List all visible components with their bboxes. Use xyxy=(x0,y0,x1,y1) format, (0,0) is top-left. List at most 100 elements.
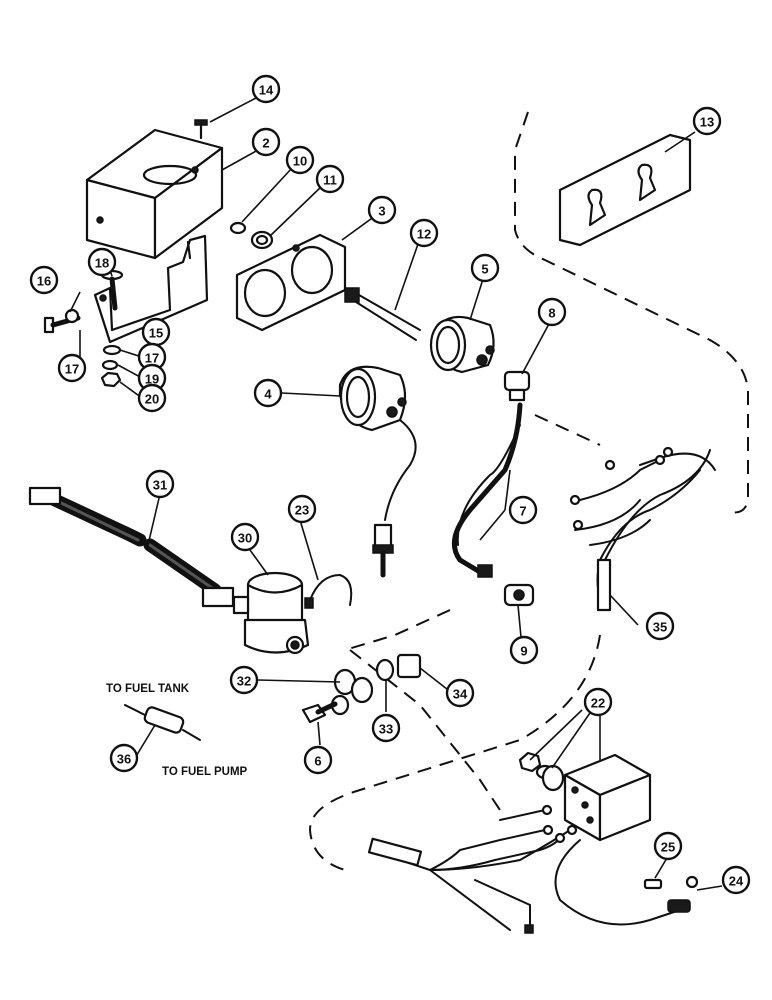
callout-c34: 34 xyxy=(445,678,475,708)
tee-fitting-9 xyxy=(503,583,535,607)
harness-group-outline xyxy=(344,609,451,651)
callout-label: 14 xyxy=(259,83,274,98)
nut-20 xyxy=(100,371,122,388)
callout-circle xyxy=(583,687,613,717)
callout-c16: 16 xyxy=(29,265,59,295)
callout-label: 12 xyxy=(417,227,431,242)
callout-c8: 8 xyxy=(537,297,567,327)
callout-circle xyxy=(303,745,333,775)
callout-circle xyxy=(445,678,475,708)
gauge-4-capillary xyxy=(384,419,417,521)
callout-label: 7 xyxy=(519,504,526,519)
callout-circle xyxy=(229,665,259,695)
callout-label: 25 xyxy=(661,840,675,855)
callout-label: 8 xyxy=(548,306,555,321)
callout-label: 9 xyxy=(520,644,527,659)
callout-c14: 14 xyxy=(251,74,281,104)
callout-circle xyxy=(87,247,117,277)
gauge-5 xyxy=(429,315,495,374)
lower-harness-outline xyxy=(308,634,601,871)
callout-label: 24 xyxy=(729,874,744,889)
callout-c33: 33 xyxy=(371,713,401,743)
callout-circle xyxy=(645,611,675,641)
callout-circle xyxy=(287,494,317,524)
fuel-solenoid-30 xyxy=(232,571,310,655)
callout-label: 13 xyxy=(700,115,714,130)
callout-circle xyxy=(285,145,315,175)
bolt-6 xyxy=(301,701,338,724)
callout-label: 3 xyxy=(378,204,385,219)
fuse-25 xyxy=(643,878,663,890)
wiring-harness-35 xyxy=(569,446,716,612)
callout-c24: 24 xyxy=(721,865,751,895)
callout-circle xyxy=(29,265,59,295)
callout-circle xyxy=(230,522,260,552)
callout-label: 10 xyxy=(293,154,307,169)
callout-c7: 7 xyxy=(508,495,538,525)
callout-circle xyxy=(251,74,281,104)
callout-circle xyxy=(537,297,567,327)
screw-14 xyxy=(194,119,208,140)
callout-circle xyxy=(653,831,683,861)
callout-c32: 32 xyxy=(229,665,259,695)
callout-label: 4 xyxy=(264,387,272,402)
elbow-fitting-8 xyxy=(503,370,531,402)
gauge-4 xyxy=(338,365,407,432)
callout-label: 36 xyxy=(117,752,131,767)
callout-circle xyxy=(371,713,401,743)
callout-circle xyxy=(692,106,722,136)
lock-washer-19 xyxy=(101,359,119,371)
callout-circle xyxy=(315,164,345,194)
callout-circle xyxy=(109,743,139,773)
callout-label: 5 xyxy=(481,262,488,277)
callout-c10: 10 xyxy=(285,145,315,175)
callout-c9: 9 xyxy=(509,635,539,665)
callout-label: 20 xyxy=(145,392,159,407)
callout-label: 17 xyxy=(65,362,79,377)
callout-label: 23 xyxy=(295,503,309,518)
callout-c35: 35 xyxy=(645,611,675,641)
lower-harness xyxy=(367,804,681,934)
callout-c18: 18 xyxy=(87,247,117,277)
callout-c20: 20 xyxy=(137,383,167,413)
callout-c23: 23 xyxy=(287,494,317,524)
bulb-10 xyxy=(229,221,247,235)
note-fuel-tank: TO FUEL TANK xyxy=(106,683,190,695)
oil-line-7b xyxy=(456,424,521,546)
washer-33 xyxy=(330,658,395,716)
callout-circle xyxy=(57,353,87,383)
oil-line-7 xyxy=(451,402,523,575)
callout-circle xyxy=(253,378,283,408)
gauge-4-sender xyxy=(372,523,394,578)
gauge-link-outline xyxy=(534,414,601,446)
socket-11 xyxy=(250,230,274,250)
callout-c25: 25 xyxy=(653,831,683,861)
callout-circle xyxy=(508,495,538,525)
callout-c5: 5 xyxy=(470,253,500,283)
nut-22 xyxy=(518,751,542,773)
banjo-fitting-32 xyxy=(333,668,374,704)
callout-label: 18 xyxy=(95,256,109,271)
panel-group-outline xyxy=(514,111,749,514)
gauge-housing-box xyxy=(85,128,224,260)
callout-label: 35 xyxy=(653,620,667,635)
callout-c4: 4 xyxy=(253,378,283,408)
callout-c31: 31 xyxy=(145,469,175,499)
callout-circle xyxy=(137,383,167,413)
note-fuel-pump: TO FUEL PUMP xyxy=(162,766,248,778)
mounting-panel xyxy=(558,133,692,247)
callout-label: 15 xyxy=(149,326,163,341)
callout-label: 11 xyxy=(323,173,337,188)
callout-circle xyxy=(470,253,500,283)
callout-circle xyxy=(509,635,539,665)
callout-c36: 36 xyxy=(109,743,139,773)
callout-c12: 12 xyxy=(409,218,439,248)
fuse-holder-24 xyxy=(667,875,699,913)
callout-label: 32 xyxy=(237,674,251,689)
callout-label: 17 xyxy=(145,351,159,366)
callout-circle xyxy=(721,865,751,895)
callout-c17b: 17 xyxy=(57,353,87,383)
oil-line-fitting xyxy=(477,564,493,578)
relay-block-22 xyxy=(563,753,652,842)
